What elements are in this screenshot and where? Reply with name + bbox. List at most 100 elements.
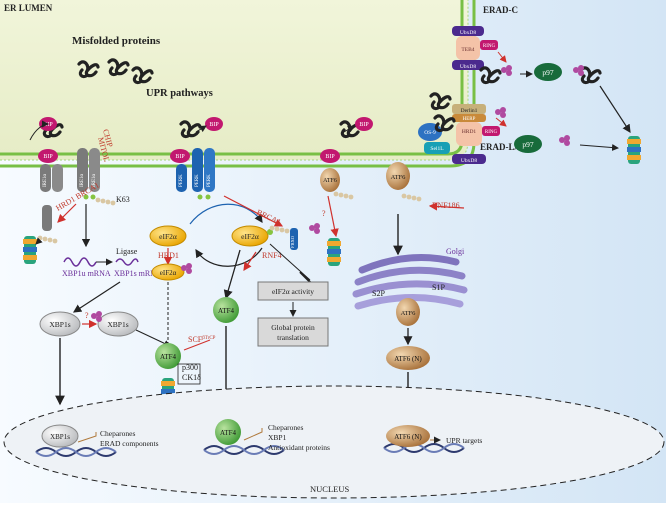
svg-text:ATF4: ATF4 [160,353,176,361]
svg-text:eIF2α activity: eIF2α activity [272,287,314,296]
eif2a-protein [149,225,187,247]
er-lumen-label: ER LUMEN [4,3,53,13]
xbp1s-protein-ub [97,311,139,337]
xbp1u-mrna-icon [63,257,97,267]
atf4-targets-2: XBP1 [268,433,287,442]
xbp1s-mrna-icon [115,258,139,266]
nucleus-envelope [3,385,665,499]
perk-sensor: BIP PERK PERK PERK [170,148,215,200]
ire1-sensor: BIP IRE1α IRE1α IRE1α [38,148,116,206]
bip-free-2 [205,117,223,131]
svg-text:translation: translation [277,333,309,342]
xbp1-targets-1: Cheparones [100,429,135,438]
svg-text:RING: RING [483,44,496,49]
svg-text:TEB4: TEB4 [461,47,474,53]
ire1-degraded [42,205,52,231]
svg-text:UbxD8: UbxD8 [460,64,476,70]
rnf186-label: RNF186 [432,201,460,210]
atf4-nuclear [215,419,241,445]
svg-text:UbxD8: UbxD8 [460,30,476,36]
svg-text:ATF6: ATF6 [401,310,417,317]
svg-text:XBP1s: XBP1s [107,320,128,329]
erad-lm-label: ERAD-L/M [480,142,526,152]
xbp1s-nuclear [41,424,79,448]
proteasome-icon-3 [327,238,341,266]
svg-text:ATF4: ATF4 [220,429,236,437]
q-mark-xbp1: ? [85,311,89,320]
fbxo-protein [290,228,298,250]
xbp1-targets-2: ERAD components [100,439,159,448]
atf4-targets-3: Antioxidant proteins [268,443,330,452]
svg-text:eIF2α: eIF2α [159,232,177,241]
svg-text:HRD1: HRD1 [462,129,477,135]
svg-text:HERP: HERP [463,117,476,122]
atf6-golgi [396,298,420,326]
er-lumen-region [0,0,468,160]
svg-text:eIF2α: eIF2α [241,232,259,241]
p97-erad-c [534,63,562,81]
scf-label: SCFβTrCP [188,335,216,344]
svg-text:ATF6: ATF6 [391,174,407,181]
svg-text:Derlin1: Derlin1 [461,108,478,114]
ck1d-label: CK1δ [182,373,201,382]
svg-text:ATF6 (N): ATF6 (N) [394,355,422,363]
svg-text:XBP1s: XBP1s [50,433,70,441]
rnf4-label: RNF4 [262,251,282,260]
svg-text:p97: p97 [542,68,554,77]
svg-text:Global protein: Global protein [271,323,315,332]
s1p-label: S1P [432,283,445,292]
nucleus-label: NUCLEUS [310,484,349,494]
bip-ire1 [38,149,58,163]
q-mark-atf6: ? [322,209,326,218]
svg-text:BIP: BIP [43,154,53,160]
dna-helix-1 [35,447,117,457]
atf6-protein [386,162,410,190]
xbp1s-mrna-label: XBP1s mRNA [114,269,162,278]
bip-free-3 [355,117,373,131]
global-translation-box [257,317,329,347]
svg-text:OS-9: OS-9 [424,130,436,136]
svg-text:BIP: BIP [209,122,219,128]
proteasome-icon-4 [627,136,641,164]
atf6-targets: UPR targets [446,436,482,445]
atf6n-nuclear [386,425,430,447]
svg-text:IRE1α: IRE1α [92,173,97,187]
golgi-stack [352,254,468,310]
svg-text:UbxD8: UbxD8 [461,158,477,164]
upr-pathways-label: UPR pathways [146,88,213,99]
p300-label: p300 [182,363,198,372]
svg-text:XBP1s: XBP1s [49,320,70,329]
svg-text:FBXO: FBXO [290,235,295,248]
svg-text:PERK: PERK [207,174,212,187]
svg-text:ATF6 (N): ATF6 (N) [394,433,422,441]
svg-text:eIF2α: eIF2α [160,269,177,277]
xbp1u-mrna-label: XBP1u mRNA [62,269,111,278]
atf6n-protein [386,346,430,370]
svg-text:BIP: BIP [359,122,369,128]
eif2a-ub [151,263,185,281]
k63-label: K63 [116,195,130,204]
svg-text:PERK: PERK [179,174,184,187]
xbp1s-protein [39,311,81,337]
s2p-label: S2P [372,289,385,298]
atf4-protein [213,297,239,323]
p97-erad-lm [514,135,542,153]
svg-text:IRE1α: IRE1α [80,173,85,187]
erad-c-complex: UbxD8 TEB4 RING UbxD8 [452,26,498,70]
atf4-targets-1: Cheparones [268,423,303,432]
svg-text:p97: p97 [522,140,534,149]
atf4-protein-ub [155,343,181,369]
eif2a-activity-box [257,281,329,301]
atf6-sensor: BIP ATF6 [320,149,354,200]
ligase-label: Ligase [116,247,138,256]
svg-text:BIP: BIP [325,154,335,160]
svg-text:ATF6: ATF6 [323,178,337,184]
svg-text:PERK: PERK [195,174,200,187]
misfolded-proteins-label: Misfolded proteins [72,35,161,47]
golgi-label: Golgi [446,247,465,256]
svg-text:BIP: BIP [175,154,185,160]
svg-text:ATF4: ATF4 [218,307,234,315]
svg-text:Sel1L: Sel1L [430,146,444,152]
dna-helix-2 [203,445,285,455]
